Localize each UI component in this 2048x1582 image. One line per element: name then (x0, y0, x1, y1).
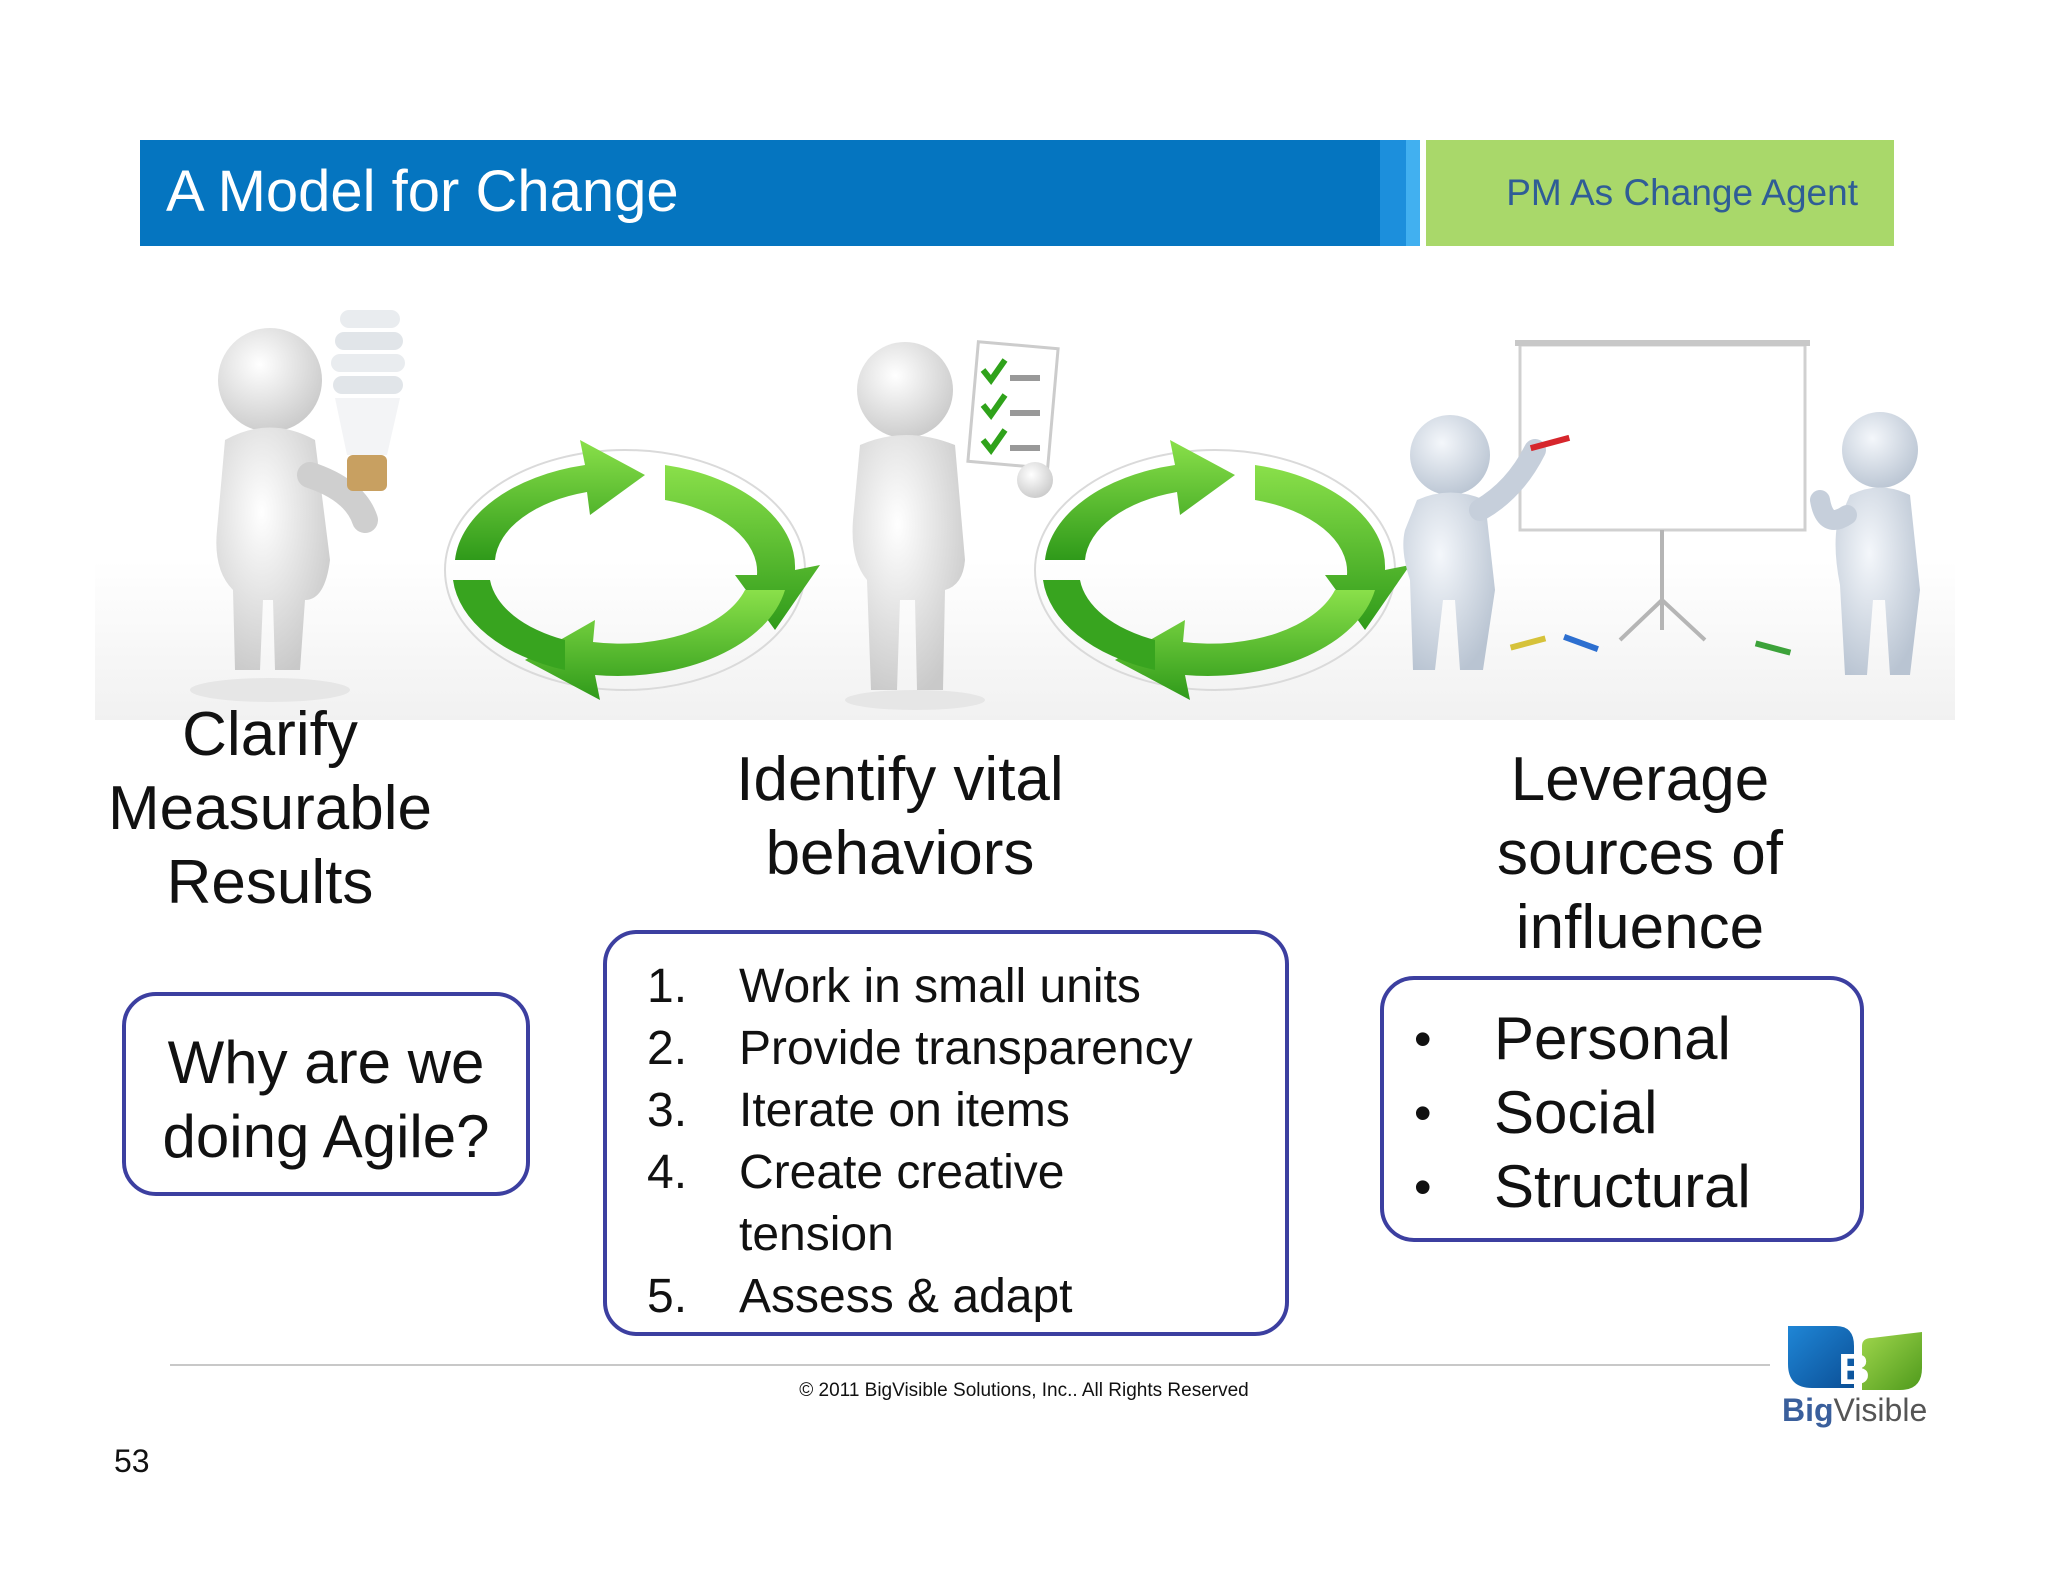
footer-divider (170, 1364, 1770, 1366)
list-item: 3. Iterate on items (647, 1080, 1259, 1142)
heading-line: sources of (1496, 819, 1784, 888)
copyright-text: © 2011 BigVisible Solutions, Inc.. All R… (799, 1380, 1249, 1401)
behaviors-list: 1. Work in small units 2. Provide transpar… (647, 956, 1259, 1328)
list-text: Iterate on items (739, 1084, 1070, 1137)
whiteboard-presentation-icon (1403, 340, 1920, 675)
heading-line: behaviors (765, 819, 1035, 888)
heading-line: Measurable (108, 774, 432, 843)
influence-list: • Personal • Social • Structural (1414, 1002, 1751, 1224)
column-heading-influence: Leverage sources of influence (1440, 743, 1840, 965)
lightbulb-icon (331, 310, 405, 491)
illustration-strip (95, 310, 1955, 720)
why-line: Why are we (167, 1029, 485, 1096)
title-bar-blue-section (140, 140, 1380, 246)
heading-line: Results (166, 848, 374, 917)
list-item: 2. Provide transparency (647, 1018, 1259, 1080)
sources-of-influence-box: • Personal • Social • Structural (1380, 976, 1864, 1242)
title-bar: PM As Change Agent A Model for Change (140, 140, 1894, 246)
slide-title: A Model for Change (166, 159, 679, 224)
title-bar-stripe-light (1406, 140, 1420, 246)
logo-word-big: Big (1782, 1392, 1834, 1428)
bigvisible-logo-icon: B (1788, 1326, 1922, 1394)
person-with-lightbulb-icon (190, 310, 405, 702)
cycle-arrows-icon (444, 440, 820, 700)
slide-number: 53 (114, 1443, 150, 1479)
list-item: 1. Work in small units (647, 956, 1259, 1018)
list-text: Structural (1494, 1153, 1751, 1220)
title-bar-green-section: PM As Change Agent (1426, 140, 1894, 246)
list-number: 3. (647, 1084, 688, 1137)
list-item: • Structural (1414, 1150, 1751, 1224)
why-agile-text: Why are we doing Agile? (126, 1026, 526, 1174)
heading-line: Leverage (1510, 745, 1770, 814)
list-text: Work in small units (739, 960, 1141, 1013)
heading-line: Identify vital (736, 745, 1064, 814)
list-item: 5. Assess & adapt (647, 1266, 1259, 1328)
bullet-icon: • (1414, 1159, 1432, 1215)
checklist-icon (966, 340, 1060, 470)
title-bar-stripe (1380, 140, 1406, 246)
cycle-arrows-icon (1034, 440, 1410, 700)
logo-wordmark: BigVisible (1782, 1392, 1942, 1429)
bullet-icon: • (1414, 1085, 1432, 1141)
vital-behaviors-box: 1. Work in small units 2. Provide transpar… (603, 930, 1289, 1336)
logo-letter: B (1838, 1345, 1870, 1394)
list-number: 5. (647, 1270, 688, 1323)
list-number: 4. (647, 1146, 688, 1199)
list-item: 4. Create creative tension (647, 1142, 1259, 1266)
heading-line: influence (1515, 893, 1765, 962)
list-text: Personal (1494, 1005, 1731, 1072)
bullet-icon: • (1414, 1011, 1432, 1067)
column-heading-behaviors: Identify vital behaviors (650, 743, 1150, 891)
list-number: 2. (647, 1022, 688, 1075)
list-text: Assess & adapt (739, 1270, 1073, 1323)
list-text: Social (1494, 1079, 1658, 1146)
list-text: Provide transparency (739, 1022, 1193, 1075)
person-with-checklist-icon (845, 340, 1060, 710)
column-heading-results: Clarify Measurable Results (80, 698, 460, 920)
logo-word-visible: Visible (1833, 1392, 1928, 1428)
list-item: • Social (1414, 1076, 1751, 1150)
section-subtitle: PM As Change Agent (1506, 172, 1858, 213)
why-line: doing Agile? (162, 1103, 490, 1170)
list-text: Create creative tension (739, 1146, 1065, 1261)
list-item: • Personal (1414, 1002, 1751, 1076)
list-number: 1. (647, 960, 688, 1013)
heading-line: Clarify (182, 700, 358, 769)
why-agile-box: Why are we doing Agile? (122, 992, 530, 1196)
